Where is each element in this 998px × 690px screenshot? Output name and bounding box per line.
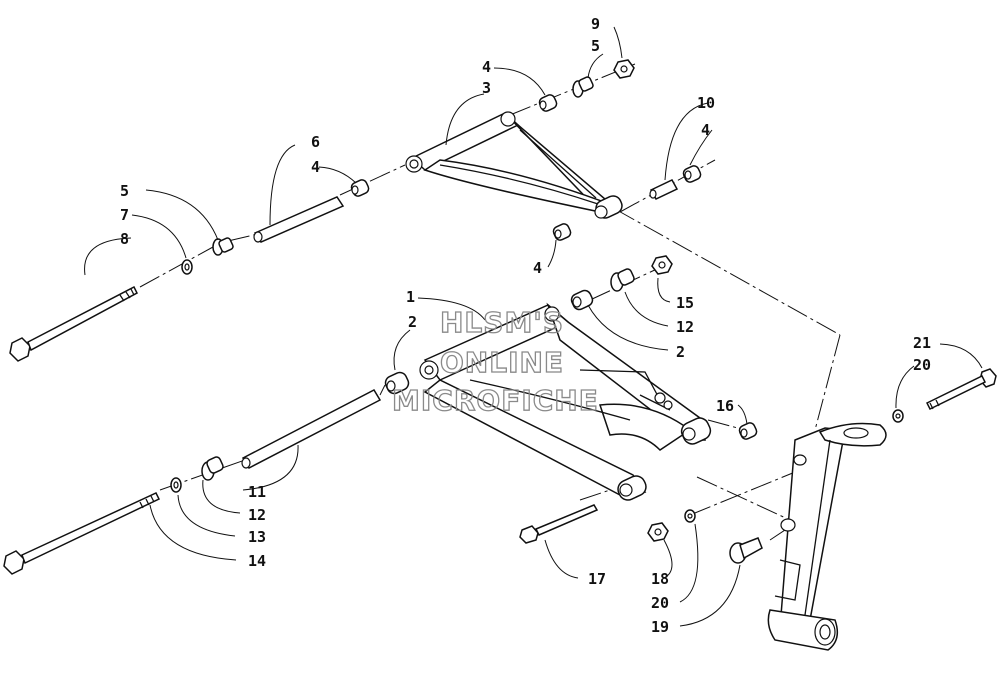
- leader-lines: [84, 26, 983, 627]
- watermark-line-3: MICROFICHE: [392, 384, 599, 417]
- bushing-2-right: [570, 289, 594, 311]
- callout-2-left: 2: [408, 313, 417, 331]
- sleeve-6: [253, 196, 345, 243]
- nut-15: [651, 255, 673, 275]
- callout-13: 13: [248, 528, 266, 546]
- spindle: [767, 422, 887, 651]
- lower-a-arm: [419, 302, 712, 501]
- sleeve-11: [241, 389, 382, 469]
- callout-2-right: 2: [676, 343, 685, 361]
- callout-12-lower: 12: [248, 506, 266, 524]
- watermark-line-2: ONLINE: [440, 346, 564, 379]
- callout-17: 17: [588, 570, 606, 588]
- spacer-12-lower: [201, 456, 224, 481]
- upper-a-arm: [405, 111, 623, 219]
- callout-4-lower: 4: [533, 259, 542, 277]
- callout-5-left: 5: [120, 182, 129, 200]
- bushing-4-top: [538, 94, 558, 112]
- callout-1: 1: [406, 288, 415, 306]
- bolt-14: [3, 492, 161, 575]
- callout-9: 9: [591, 15, 600, 33]
- callout-3: 3: [482, 79, 491, 97]
- callout-19: 19: [651, 618, 669, 636]
- bushing-16: [738, 422, 758, 440]
- bushing-4-upper-left: [350, 179, 370, 197]
- callout-6: 6: [311, 133, 320, 151]
- nut-18: [647, 522, 669, 542]
- spacer-19: [729, 537, 763, 564]
- callout-11: 11: [248, 483, 266, 501]
- callout-4-right: 4: [701, 121, 710, 139]
- callout-20-lower: 20: [651, 594, 669, 612]
- callout-18: 18: [651, 570, 669, 588]
- washer-20-lower: [684, 509, 696, 523]
- bolt-17: [519, 504, 599, 544]
- spacer-5-top: [572, 76, 594, 98]
- callout-21: 21: [913, 334, 931, 352]
- callout-20-upper: 20: [913, 356, 931, 374]
- spacer-12-upper: [610, 268, 635, 292]
- watermark: HLSM'S ONLINE MICROFICHE: [391, 305, 599, 417]
- callout-4-left: 4: [311, 158, 320, 176]
- bolt-8: [9, 285, 138, 362]
- callout-8: 8: [120, 230, 129, 248]
- watermark-line-1: HLSM'S: [440, 306, 564, 339]
- washer-13: [170, 477, 182, 493]
- callout-12-upper: 12: [676, 318, 694, 336]
- sleeve-10: [649, 179, 679, 200]
- callout-15: 15: [676, 294, 694, 312]
- bushing-4-right: [682, 165, 702, 183]
- callout-5-top: 5: [591, 37, 600, 55]
- washer-7: [181, 259, 193, 275]
- nut-9: [613, 59, 635, 79]
- callout-4-top: 4: [482, 58, 491, 76]
- callout-10: 10: [697, 94, 715, 112]
- callout-labels: 1 2 2 3 4 4 4 4 5 5 6 7 8 9 10 11 12 12 …: [120, 15, 931, 636]
- bushing-2-left: [384, 371, 410, 395]
- washer-20-upper: [892, 409, 904, 423]
- spacer-5-left: [212, 237, 234, 256]
- bolt-21: [925, 368, 997, 411]
- callout-14: 14: [248, 552, 266, 570]
- callout-16: 16: [716, 397, 734, 415]
- bushing-4-lower: [552, 223, 572, 241]
- callout-7: 7: [120, 206, 129, 224]
